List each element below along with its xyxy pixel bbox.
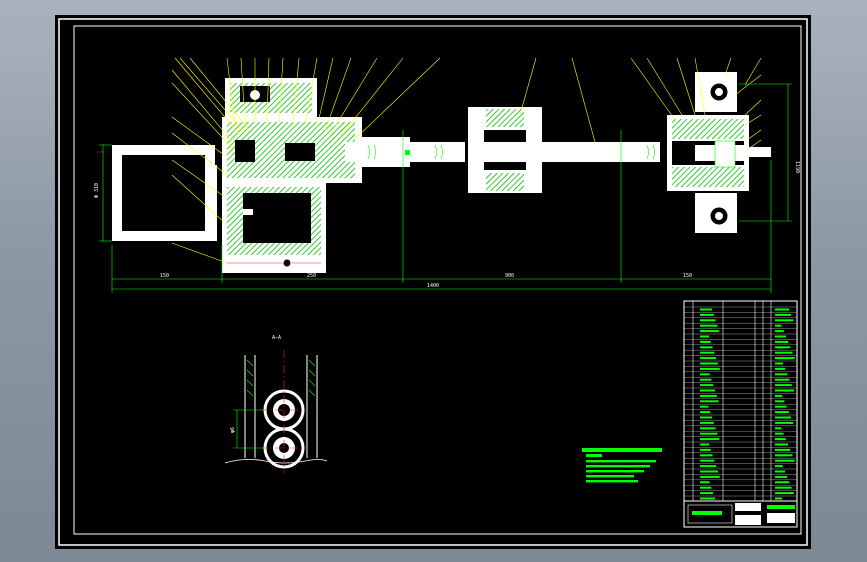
parts-list-material-mark [775,465,783,468]
parts-list-material-mark [775,405,787,408]
drawing-frame [73,25,802,535]
parts-list-entry-mark [700,330,720,333]
parts-list-entry-mark [700,324,718,327]
dim-seg-right: 150 [683,273,692,279]
parts-list-material-mark [775,313,792,316]
dim-seg-left: 150 [160,273,169,279]
mechanical-drawing: 150 250 900 150 1400 Φ 310 1190 A—A φ6 [58,18,808,546]
parts-list-material-mark [775,421,794,424]
parts-list-entry-mark [700,373,710,376]
parts-list-entry-mark [700,405,709,408]
dim-overall-length: 1400 [427,283,439,289]
parts-list-material-mark [775,492,794,495]
parts-list-material-mark [775,454,793,457]
parts-list-material-mark [775,330,784,333]
parts-list-entry-mark [700,346,713,349]
parts-list-entry-mark [700,438,720,441]
parts-list-entry-mark [700,459,715,462]
left-cage [112,145,217,241]
parts-list-material-mark [775,319,794,322]
parts-list-entry-mark [700,443,709,446]
parts-list-entry-mark [700,378,712,381]
parts-list-entry-mark [700,394,717,397]
parts-list-entry-mark [700,389,715,392]
parts-list-material-mark [775,367,786,370]
parts-list-material-mark [775,384,792,387]
parts-list-entry-mark [700,470,718,473]
section-label: A—A [272,335,281,341]
dim-right-height: 1190 [794,161,800,173]
dim-seg-mid-left: 250 [307,273,316,279]
parts-list-entry-mark [700,475,720,478]
parts-list-material-mark [775,481,790,484]
section-dim: φ6 [230,427,236,433]
parts-list-material-mark [775,438,786,441]
dim-left-height: Φ 310 [94,183,100,198]
drawing-border [58,18,808,546]
parts-list-entry-mark [700,432,718,435]
parts-list-entry-mark [700,357,717,360]
parts-list-entry-mark [700,384,714,387]
parts-list-material-mark [775,470,785,473]
parts-list-material-mark [775,324,782,327]
parts-list-entry-mark [700,454,713,457]
parts-list-material-mark [775,394,783,397]
parts-list-entry-mark [700,465,717,468]
parts-list-material-mark [775,475,788,478]
parts-list-entry-mark [700,362,718,365]
parts-list-entry-mark [700,416,712,419]
parts-list-entry-mark [700,308,712,311]
parts-list-material-mark [775,432,784,435]
gearbox-housing [222,78,362,273]
main-shaft [345,137,660,167]
parts-list-entry-mark [700,481,710,484]
dimension-texts: 150 250 900 150 1400 Φ 310 1190 [94,161,800,289]
parts-list-material-mark [775,378,790,381]
parts-list-entry-mark [700,335,709,338]
parts-list-material-mark [775,346,791,349]
parts-list-entry-mark [700,497,715,500]
parts-list [683,300,798,528]
section-view: A—A φ6 [224,335,328,473]
parts-list-material-mark [775,486,792,489]
parts-list-entry-mark [700,400,719,403]
parts-list-entry-mark [700,367,720,370]
parts-list-material-mark [775,389,794,392]
parts-list-entry-mark [700,313,714,316]
parts-list-material-mark [775,357,795,360]
parts-list-material-mark [775,351,793,354]
parts-list-material-mark [775,497,782,500]
parts-list-material-mark [775,443,788,446]
parts-list-material-mark [775,340,789,343]
parts-list-material-mark [775,373,788,376]
parts-list-entry-mark [700,486,712,489]
parts-list-entry-mark [700,340,711,343]
right-bearing-assembly [667,72,771,233]
parts-list-material-mark [775,459,795,462]
parts-list-material-mark [775,362,783,365]
leader-lines [171,57,762,264]
dimension-lines [99,83,792,293]
parts-list-material-mark [775,335,786,338]
parts-list-material-mark [775,308,789,311]
parts-list-material-mark [775,427,782,430]
technical-notes [582,448,662,483]
middle-coupling [468,107,542,193]
parts-list-entry-mark [700,427,716,430]
dim-seg-mid: 900 [505,273,514,279]
parts-list-entry-mark [700,351,715,354]
parts-list-material-mark [775,448,791,451]
parts-list-material-mark [775,416,791,419]
parts-list-material-mark [775,411,789,414]
parts-list-entry-mark [700,411,711,414]
parts-list-material-mark [775,400,785,403]
parts-list-entry-mark [700,492,714,495]
parts-list-entry-mark [700,421,714,424]
cad-viewport[interactable]: 150 250 900 150 1400 Φ 310 1190 A—A φ6 [55,15,811,549]
parts-list-entry-mark [700,448,711,451]
parts-list-entry-mark [700,319,716,322]
